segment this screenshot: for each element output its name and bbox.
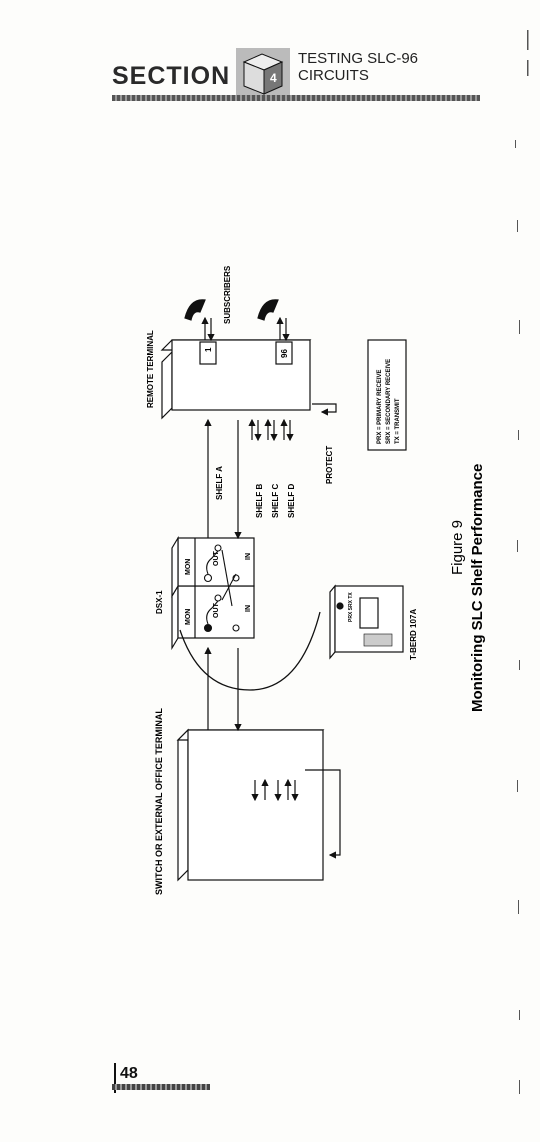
figure-number: Figure 9 [449,520,466,575]
protect-label: PROTECT [325,446,334,484]
page-tick-mark [114,1063,116,1093]
phone-icon-1 [184,299,215,342]
scan-edge-marks [515,30,529,1094]
footer-rule [112,1084,210,1090]
dsx-mon-1: MON [185,609,192,625]
header-rule [112,95,480,101]
shelf-c-label: SHELF C [271,484,280,518]
remote-terminal-label: REMOTE TERMINAL [146,330,155,408]
legend-line-1: PRX = PRIMARY RECEIVE [377,369,383,444]
dsx-panel-1 [171,583,255,651]
tberd-box [329,584,404,660]
dsx-out-1: OUT [213,603,220,619]
channel-1-label: 1 [204,347,213,352]
legend-line-2: SRX = SECONDARY RECEIVE [386,359,392,444]
tberd-port-labels: PRX SRX TX [348,592,354,622]
subscribers-label: SUBSCRIBERS [223,265,232,324]
section-title-line1: TESTING SLC-96 [298,50,419,67]
page-number: 48 [120,1065,138,1082]
legend-box [367,339,407,451]
tberd-label: T-BERD 107A [409,609,418,660]
office-terminal-box [176,728,325,882]
dsx-jacks [203,544,240,633]
office-terminal-label: SWITCH OR EXTERNAL OFFICE TERMINAL [154,708,164,895]
section-title-line2: CIRCUITS [298,67,369,84]
section-number: 4 [270,71,277,85]
dsx-out-2: OUT [213,551,220,567]
monitor-cable [179,611,321,691]
shelf-a-label: SHELF A [215,466,224,500]
section-cube-icon: 4 [236,48,290,100]
channel-96-label: 96 [280,349,289,358]
dsx-label: DSX-1 [155,590,164,614]
dsx-in-1: IN [245,605,252,612]
remote-terminal-box [160,339,312,420]
legend-line-3: TX = TRANSMIT [395,398,401,444]
dsx-in-2: IN [245,553,252,560]
shelf-b-label: SHELF B [255,484,264,518]
dsx-mon-2: MON [185,559,192,575]
section-heading: SECTION [112,62,231,90]
phone-icon-2 [257,299,290,342]
figure-title: Monitoring SLC Shelf Performance [469,464,486,712]
shelf-d-label: SHELF D [287,484,296,518]
section-title: TESTING SLC-96 CIRCUITS [298,50,418,84]
dsx-panel-2 [171,535,255,599]
